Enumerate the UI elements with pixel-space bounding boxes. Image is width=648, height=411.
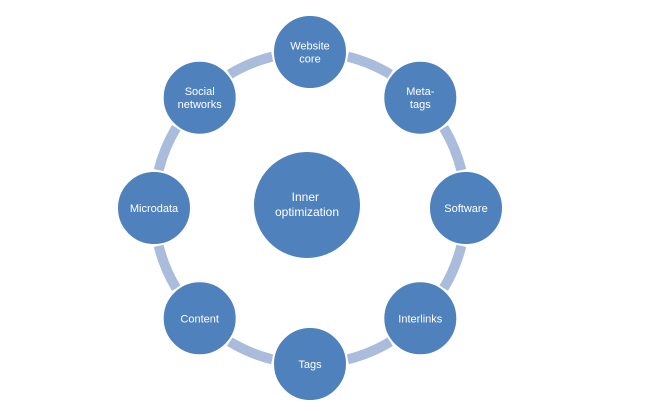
node-circle-meta-tags (382, 59, 459, 136)
center-label-line-2: optimization (275, 205, 339, 219)
node-software: Software (428, 170, 504, 246)
node-circle-content (161, 280, 238, 357)
center-node: Inner optimization (252, 150, 362, 260)
node-interlinks: Interlinks (382, 280, 459, 357)
node-label-line: Social (185, 86, 215, 98)
connector-arcs (153, 51, 467, 365)
connector-arc (153, 244, 181, 291)
node-circle-website-core (272, 14, 348, 90)
node-label-tags: Tags (298, 359, 322, 371)
node-label-software: Software (444, 203, 487, 215)
center-label: Inner optimization (275, 190, 339, 219)
node-label-line: Meta- (406, 86, 434, 98)
node-microdata: Microdata (116, 170, 192, 246)
node-circle-software (428, 170, 504, 246)
connector-arc (439, 125, 467, 172)
connector-arc (153, 125, 181, 172)
node-label-line: Tags (298, 359, 322, 371)
node-label-line: Software (444, 203, 487, 215)
node-tags: Tags (272, 326, 348, 402)
node-circle-interlinks (382, 280, 459, 357)
node-label-line: core (299, 54, 320, 66)
center-circle (252, 150, 362, 260)
connector-arc (439, 244, 467, 291)
node-label-line: Interlinks (398, 313, 443, 325)
node-content: Content (161, 280, 238, 357)
node-label-content: Content (180, 313, 219, 325)
node-label-line: tags (410, 99, 431, 111)
node-label-meta-tags: Meta-tags (406, 86, 434, 111)
node-meta-tags: Meta-tags (382, 59, 459, 136)
node-label-line: networks (178, 99, 223, 111)
node-circle-microdata (116, 170, 192, 246)
node-label-microdata: Microdata (130, 203, 179, 215)
node-label-line: Website (290, 41, 330, 53)
connector-arc (346, 51, 393, 79)
node-label-line: Content (180, 313, 219, 325)
center-label-line-1: Inner (292, 190, 319, 204)
node-label-line: Microdata (130, 203, 179, 215)
node-circle-social-networks (161, 59, 238, 136)
connector-arc (227, 337, 274, 365)
connector-arc (227, 51, 274, 79)
connector-arc (346, 337, 393, 365)
node-circle-tags (272, 326, 348, 402)
node-label-interlinks: Interlinks (398, 313, 443, 325)
